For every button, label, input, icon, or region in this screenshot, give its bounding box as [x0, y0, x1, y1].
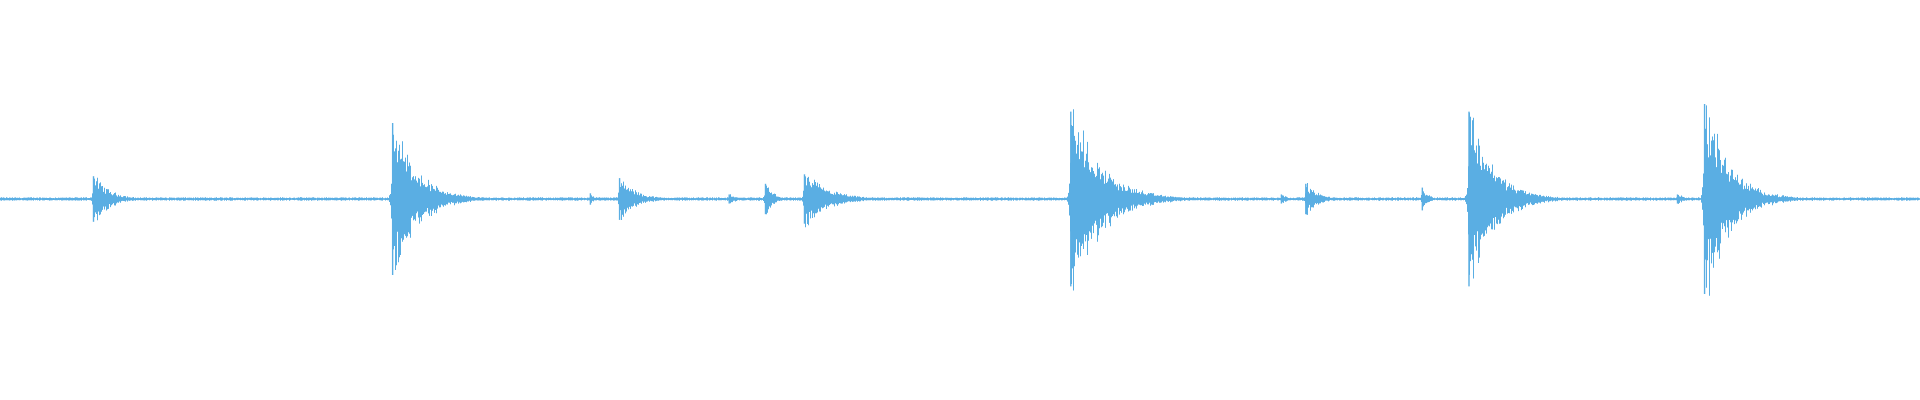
waveform-trace: [0, 104, 1920, 296]
waveform-amplitude: [0, 105, 1920, 296]
